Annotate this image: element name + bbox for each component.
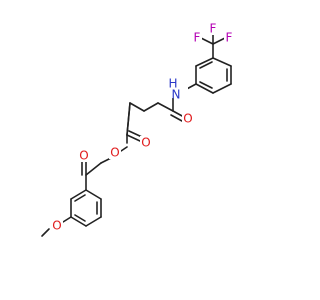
fluorine-left: F: [194, 31, 201, 45]
bond-ester-co-1: [126, 134, 141, 142]
bond-ring1-f: [195, 57, 214, 67]
methoxy-oxygen-label: O: [51, 219, 63, 233]
bond-cf3-f-right: [212, 37, 226, 45]
bond-ring1-inner-3: [199, 61, 213, 69]
bond-ring2-inner-3: [74, 194, 86, 202]
bond-ring1-d: [195, 83, 214, 94]
amide-nh-label: H N: [168, 77, 188, 102]
bond-chain-1: [157, 102, 174, 112]
fluorine-right: F: [226, 31, 233, 45]
bond-ring2-f: [70, 189, 87, 200]
ketone-oxygen: O: [79, 149, 88, 163]
ester-carbonyl-oxygen-label: O: [140, 136, 152, 150]
bond-ring1-c: [212, 83, 232, 94]
bond-amide-co-2: [170, 114, 183, 122]
bond-ch2-ketone-c: [85, 162, 102, 176]
amide-oxygen: O: [183, 112, 192, 126]
bond-ring2-inner-2: [74, 214, 86, 222]
bond-layer: [41, 32, 232, 237]
ester-bridge-oxygen-label: O: [109, 146, 121, 160]
bond-ring1-inner-2: [199, 81, 213, 89]
bond-ring2-c: [85, 216, 102, 227]
amide-nitrogen: N: [172, 88, 181, 102]
bond-ester-co-2: [128, 130, 143, 138]
bond-ring2-a: [85, 189, 102, 200]
fluorine-top-label: F: [208, 22, 218, 36]
ketone-oxygen-label: O: [78, 149, 90, 163]
ester-bridge-oxygen: O: [110, 146, 119, 160]
bond-ring2-to-o: [62, 216, 72, 223]
molecule-structure-diagram: F F F H N O O: [41, 22, 234, 237]
bond-ester-c-to-o: [120, 146, 128, 152]
bond-chain-2: [143, 102, 159, 112]
fluorine-right-label: F: [224, 31, 234, 45]
bond-chain-4b: [126, 102, 131, 136]
methoxy-oxygen: O: [52, 219, 61, 233]
bond-cf3-f-left: [200, 37, 214, 45]
amide-hydrogen: H: [168, 77, 177, 91]
bond-ring2-d: [70, 216, 87, 227]
fluorine-left-label: F: [192, 31, 202, 45]
amide-oxygen-label: O: [182, 112, 194, 126]
ester-carbonyl-oxygen: O: [141, 136, 150, 150]
bond-chain-3: [129, 102, 145, 112]
fluorine-top: F: [210, 22, 217, 36]
bond-ring1-a: [212, 57, 232, 67]
molecule-canvas: F F F H N O O: [41, 21, 234, 237]
atom-label-layer: F F F H N O O: [51, 22, 234, 233]
bond-o-to-ch3: [41, 228, 50, 237]
